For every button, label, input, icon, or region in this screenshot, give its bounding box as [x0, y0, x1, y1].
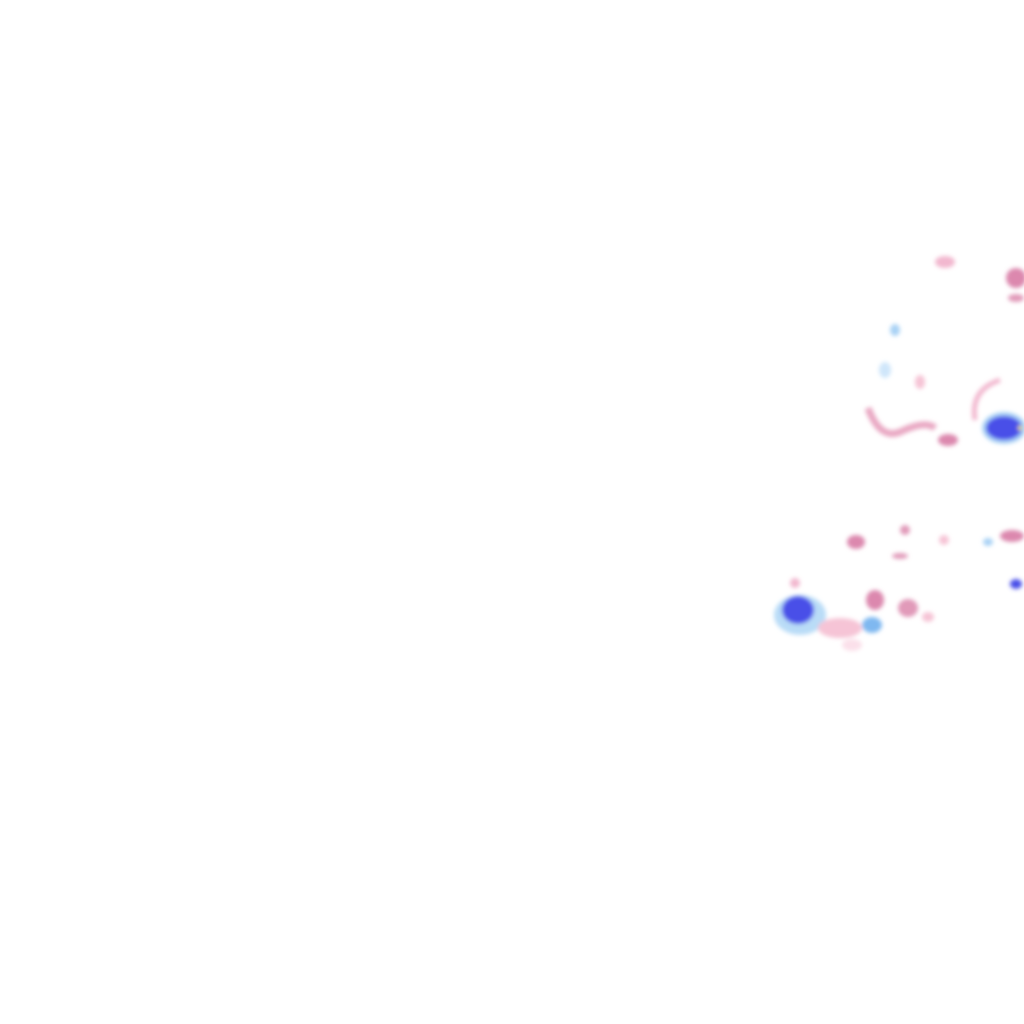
precip-cell [922, 612, 934, 622]
precip-cell [915, 375, 925, 389]
precip-cell [939, 535, 949, 545]
precipitation-cells [774, 256, 1024, 651]
precip-cell [866, 590, 884, 610]
precip-cell [1006, 268, 1024, 288]
precip-cell [898, 599, 918, 617]
precip-cell [892, 553, 908, 559]
precip-cell [938, 434, 958, 446]
precip-cell [986, 416, 1022, 440]
precip-cell [1000, 530, 1024, 542]
precip-band [864, 406, 938, 437]
precip-cell [935, 256, 955, 268]
precip-core [1018, 426, 1022, 430]
precip-cell [782, 596, 814, 624]
precip-cell [890, 324, 900, 336]
precip-cell [862, 617, 882, 633]
precip-cell [790, 578, 800, 588]
precip-cell [879, 362, 891, 378]
precip-band [971, 377, 1001, 421]
precip-cell [842, 639, 862, 651]
precip-cell [1008, 294, 1024, 302]
precip-cell [900, 525, 910, 535]
precip-cell [983, 538, 993, 546]
precip-cell [1010, 579, 1022, 589]
precip-cell [818, 618, 862, 638]
precip-cell [847, 535, 865, 549]
